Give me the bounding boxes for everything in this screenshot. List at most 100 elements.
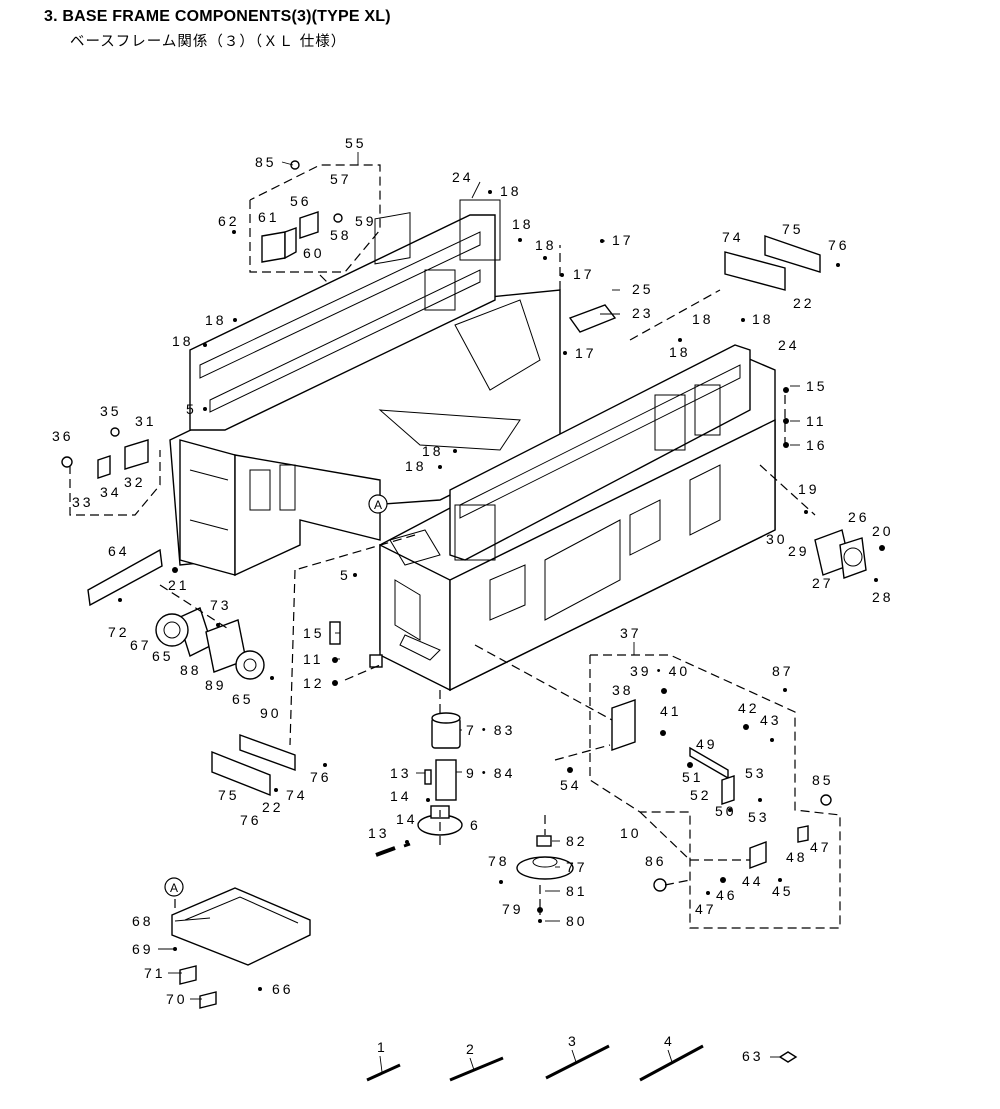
part-label: 18 — [172, 333, 194, 349]
part-label: 15 — [303, 625, 325, 641]
part-label: 77 — [566, 859, 588, 875]
part-label: 76 — [828, 237, 850, 253]
part-label: 3 — [568, 1033, 579, 1049]
part-label: 57 — [330, 171, 352, 187]
part-label: 74 — [286, 787, 308, 803]
part-label: 42 — [738, 700, 760, 716]
part-label: 22 — [262, 799, 284, 815]
part-label: 76 — [310, 769, 332, 785]
part-label: 81 — [566, 883, 588, 899]
svg-text:A: A — [374, 498, 382, 512]
part-label: 82 — [566, 833, 588, 849]
part-label: 55 — [345, 135, 367, 151]
part-label: 71 — [144, 965, 166, 981]
part-label: 65 — [152, 648, 174, 664]
part-label: 34 — [100, 484, 122, 500]
part-label: 35 — [100, 403, 122, 419]
part-label: 61 — [258, 209, 280, 225]
part-label: 49 — [696, 736, 718, 752]
part-label: 5 — [186, 401, 197, 417]
leveling-pad — [516, 835, 574, 880]
assembly-dashlines — [159, 245, 816, 915]
bracket-group-37 — [589, 654, 841, 929]
part-label: 87 — [772, 663, 794, 679]
part-label: 62 — [218, 213, 240, 229]
part-label: 60 — [303, 245, 325, 261]
part-label: 21 — [168, 577, 190, 593]
detail-marker-tray: A — [164, 877, 184, 897]
bracket-group-55 — [249, 160, 381, 273]
part-label: 27 — [812, 575, 834, 591]
part-label: 24 — [778, 337, 800, 353]
part-label: 54 — [560, 777, 582, 793]
part-label: 36 — [52, 428, 74, 444]
part-label: 45 — [772, 883, 794, 899]
part-label: 11 — [303, 651, 324, 667]
part-label: 63 — [742, 1048, 764, 1064]
part-label: 14 — [390, 788, 412, 804]
part-label: 4 — [664, 1033, 675, 1049]
part-label: 58 — [330, 227, 352, 243]
part-label: 53 — [745, 765, 767, 781]
part-label: 22 — [793, 295, 815, 311]
part-label: 13 — [390, 765, 412, 781]
part-label: 25 — [632, 281, 654, 297]
part-label: 12 — [303, 675, 325, 691]
part-label: 39・40 — [630, 663, 690, 679]
part-label: 68 — [132, 913, 154, 929]
part-label: 5 — [340, 567, 351, 583]
part-label: 31 — [135, 413, 157, 429]
part-label: 17 — [573, 266, 595, 282]
part-label: 15 — [806, 378, 828, 394]
part-label: 18 — [692, 311, 714, 327]
plate-23 — [568, 304, 617, 333]
part-label: 72 — [108, 624, 130, 640]
part-label: 41 — [660, 703, 682, 719]
part-label: 33 — [72, 494, 94, 510]
part-label: 43 — [760, 712, 782, 728]
part-label: 38 — [612, 682, 634, 698]
part-label: 88 — [180, 662, 202, 678]
base-frame-left — [169, 199, 561, 577]
page-title: 3. BASE FRAME COMPONENTS(3)(TYPE XL) — [44, 8, 391, 25]
part-label: 51 — [682, 769, 704, 785]
part-label: 18 — [669, 344, 691, 360]
connector-group-31 — [61, 427, 161, 516]
part-label: 48 — [786, 849, 808, 865]
part-label: 44 — [742, 873, 764, 889]
part-label: 6 — [470, 817, 481, 833]
part-label: 78 — [488, 853, 510, 869]
part-label: 76 — [240, 812, 262, 828]
part-label: 29 — [788, 543, 810, 559]
cover-bracket-top — [724, 235, 821, 291]
part-label: 79 — [502, 901, 524, 917]
part-label: 10 — [620, 825, 642, 841]
part-label: 66 — [272, 981, 294, 997]
part-label: 89 — [205, 677, 227, 693]
part-label: 18 — [512, 216, 534, 232]
part-label: 50 — [715, 803, 737, 819]
part-label: 56 — [290, 193, 312, 209]
part-label: 14 — [396, 811, 418, 827]
part-label: 28 — [872, 589, 894, 605]
part-label: 47 — [695, 901, 717, 917]
part-label: 18 — [752, 311, 774, 327]
part-label: 18 — [405, 458, 427, 474]
part-label: 65 — [232, 691, 254, 707]
part-label: 19 — [798, 481, 820, 497]
part-label: 85 — [255, 154, 277, 170]
page-subtitle: ベースフレーム関係（３）（ＸＬ 仕様） — [70, 34, 347, 50]
part-label: 13 — [368, 825, 390, 841]
fan-group-left — [87, 548, 265, 680]
part-label: 37 — [620, 625, 642, 641]
part-label: 75 — [218, 787, 240, 803]
part-label: 85 — [812, 772, 834, 788]
part-label: 18 — [535, 237, 557, 253]
detail-marker-frame: A — [368, 494, 388, 514]
cover-tray — [171, 887, 311, 1009]
part-label: 18 — [500, 183, 522, 199]
part-label: 30 — [766, 531, 788, 547]
part-label: 17 — [575, 345, 597, 361]
part-label: 20 — [872, 523, 894, 539]
